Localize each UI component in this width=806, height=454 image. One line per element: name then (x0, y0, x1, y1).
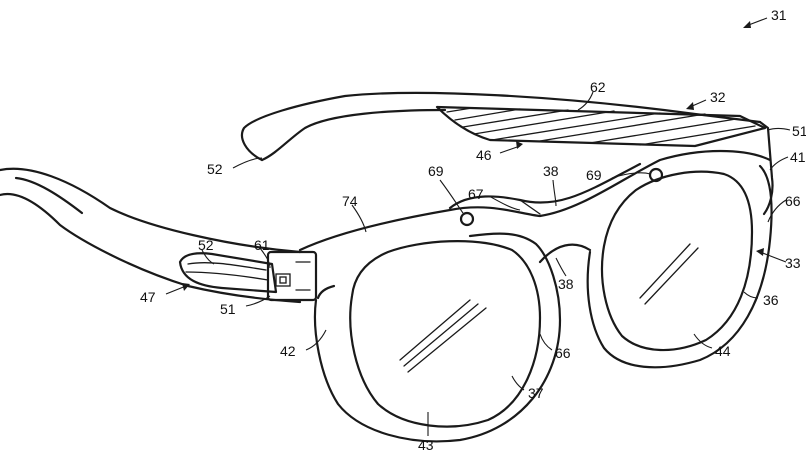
ref-46: 46 (476, 147, 492, 163)
ref-41: 41 (790, 149, 806, 165)
ref-52-housing: 52 (198, 237, 214, 253)
ref-61: 61 (254, 237, 270, 253)
hatching-62 (446, 107, 756, 146)
ref-51-top: 51 (792, 123, 806, 139)
ref-36: 36 (763, 292, 779, 308)
reference-numerals: 31 32 62 51 41 52 46 69 38 69 67 74 66 3… (140, 7, 806, 453)
ref-32: 32 (710, 89, 726, 105)
ref-38-bridge: 38 (558, 276, 574, 292)
ref-31: 31 (771, 7, 787, 23)
frame-front (298, 149, 773, 443)
ref-67: 67 (468, 186, 484, 202)
lens-glare (399, 243, 699, 373)
ref-74: 74 (342, 193, 358, 209)
ref-69-right: 69 (586, 167, 602, 183)
ref-66-right: 66 (785, 193, 801, 209)
near-temple (0, 167, 318, 304)
ref-37: 37 (528, 385, 544, 401)
ref-52-top: 52 (207, 161, 223, 177)
ref-51-housing: 51 (220, 301, 236, 317)
ref-43: 43 (418, 437, 434, 453)
ref-62: 62 (590, 79, 606, 95)
far-temple (240, 91, 774, 216)
ref-42: 42 (280, 343, 296, 359)
ref-38-top: 38 (543, 163, 559, 179)
ref-33: 33 (785, 255, 801, 271)
leader-lines (165, 17, 791, 436)
ref-47: 47 (140, 289, 156, 305)
ref-69-left: 69 (428, 163, 444, 179)
ref-66-left: 66 (555, 345, 571, 361)
ref-44: 44 (715, 343, 731, 359)
